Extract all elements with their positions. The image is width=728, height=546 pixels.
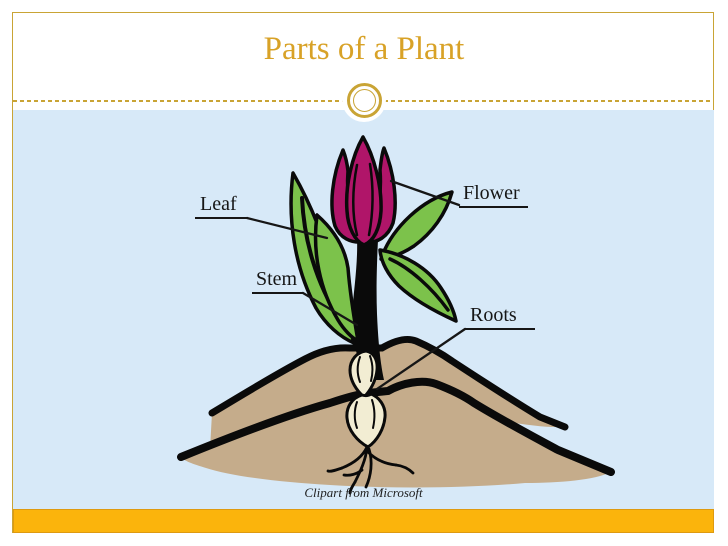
label-flower: Flower bbox=[459, 181, 528, 208]
footer-bar bbox=[13, 509, 714, 533]
label-stem: Stem bbox=[252, 267, 303, 294]
slide-title: Parts of a Plant bbox=[263, 31, 465, 67]
label-roots: Roots bbox=[465, 303, 535, 330]
label-leaf: Leaf bbox=[195, 192, 247, 219]
content-background bbox=[13, 110, 714, 509]
attribution-caption: Clipart from Microsoft bbox=[304, 485, 423, 500]
ornament-outer-ring bbox=[346, 82, 382, 118]
circle-ornament-icon bbox=[342, 78, 386, 122]
ornament-inner-ring bbox=[352, 88, 376, 112]
